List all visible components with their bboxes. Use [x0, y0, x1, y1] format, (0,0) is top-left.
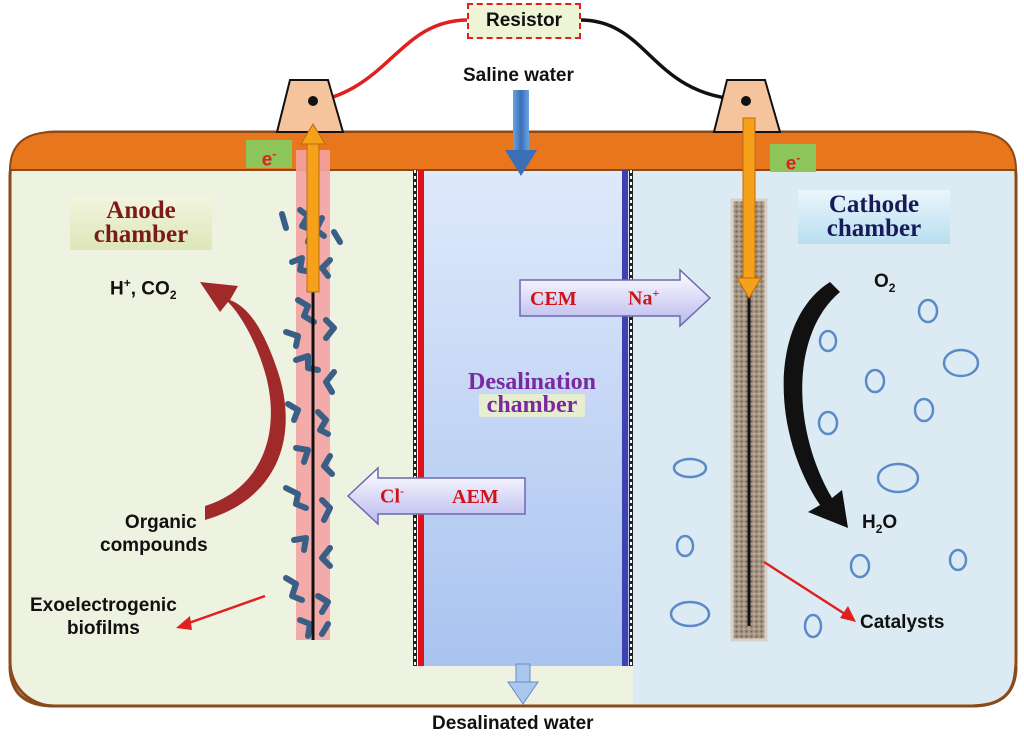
- cathode-chamber-label: Cathode chamber: [798, 190, 950, 244]
- anode-terminal: [275, 79, 345, 133]
- cem-label: CEM: [530, 288, 577, 310]
- resistor: Resistor: [467, 3, 581, 39]
- anode-electron-label: e-: [246, 140, 292, 170]
- anode-chamber-label: Anode chamber: [70, 196, 212, 250]
- catalysts-label: Catalysts: [860, 612, 945, 633]
- black-wire: [579, 18, 746, 102]
- na-ion-label: Na+: [628, 286, 660, 310]
- saline-water-label: Saline water: [463, 65, 574, 86]
- desalinated-water-label: Desalinated water: [432, 713, 594, 734]
- o2-label: O2: [874, 271, 896, 295]
- cem-ion-arrow: [519, 268, 712, 328]
- catalyst-pointer: [763, 560, 856, 622]
- organic-compounds-label: Organic compounds: [100, 512, 208, 556]
- aem-membrane: [413, 170, 424, 666]
- h-co2-label: H+, CO2: [110, 276, 177, 303]
- oxygen-bubbles: [669, 298, 980, 639]
- cl-ion-label: Cl-: [380, 484, 404, 508]
- cathode-electron-arrow: [736, 117, 762, 299]
- anode-electron-arrow: [300, 123, 326, 293]
- desalinated-water-outflow-arrow: [507, 663, 539, 705]
- desalination-chamber-label: Desalination chamber: [467, 369, 596, 418]
- saline-water-inflow-arrow: [505, 90, 537, 176]
- cem-membrane: [622, 170, 633, 666]
- h2o-label: H2O: [862, 512, 898, 536]
- cathode-chamber-fill: [633, 170, 1014, 704]
- cathode-reaction-arrow: [783, 282, 848, 528]
- desalination-chamber-fill: [419, 170, 633, 666]
- exoelectrogenic-biofilms-label: Exoelectrogenic biofilms: [30, 595, 177, 639]
- red-wire: [313, 18, 469, 104]
- aem-label: AEM: [452, 486, 499, 508]
- cathode-electron-label: e-: [770, 144, 816, 174]
- biofilm-pointer: [176, 594, 266, 630]
- anode-reaction-arrow: [200, 282, 286, 520]
- cell-bottom: [8, 665, 1018, 708]
- aem-ion-arrow: [346, 466, 526, 526]
- cathode-terminal: [712, 79, 782, 133]
